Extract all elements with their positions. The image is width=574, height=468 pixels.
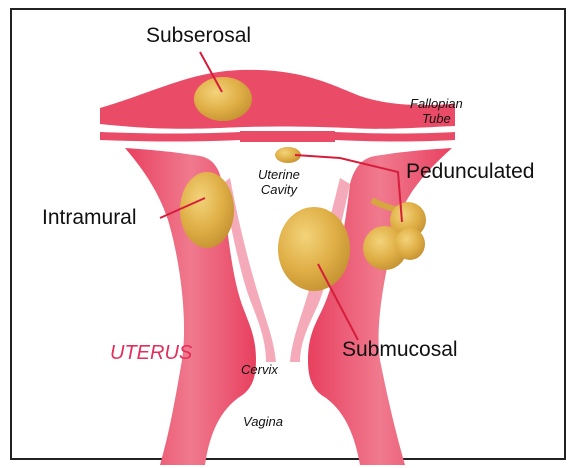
uterine-fundus <box>100 70 455 129</box>
label-submucosal: Submucosal <box>342 338 458 362</box>
fallopian-tube-left <box>100 132 240 142</box>
label-fallopian-tube: Fallopian Tube <box>410 96 463 126</box>
label-intramural: Intramural <box>42 206 137 230</box>
label-fallopian-line2: Tube <box>410 111 463 126</box>
fundus-lower-band <box>240 131 335 142</box>
uterine-wall-right <box>308 148 452 465</box>
label-uterine-cavity-line1: Uterine <box>258 167 300 182</box>
label-subserosal: Subserosal <box>146 24 251 48</box>
label-cervix: Cervix <box>241 362 278 377</box>
intramural-fibroid <box>180 172 234 248</box>
label-uterine-cavity-line2: Cavity <box>258 182 300 197</box>
fallopian-tube-right <box>335 132 455 142</box>
label-uterus: UTERUS <box>110 342 192 365</box>
label-pedunculated: Pedunculated <box>406 160 534 184</box>
label-fallopian-line1: Fallopian <box>410 96 463 111</box>
submucosal-fibroid <box>278 207 350 291</box>
label-vagina: Vagina <box>243 414 283 429</box>
subserosal-fibroid <box>194 77 252 121</box>
label-uterine-cavity: Uterine Cavity <box>258 167 300 197</box>
